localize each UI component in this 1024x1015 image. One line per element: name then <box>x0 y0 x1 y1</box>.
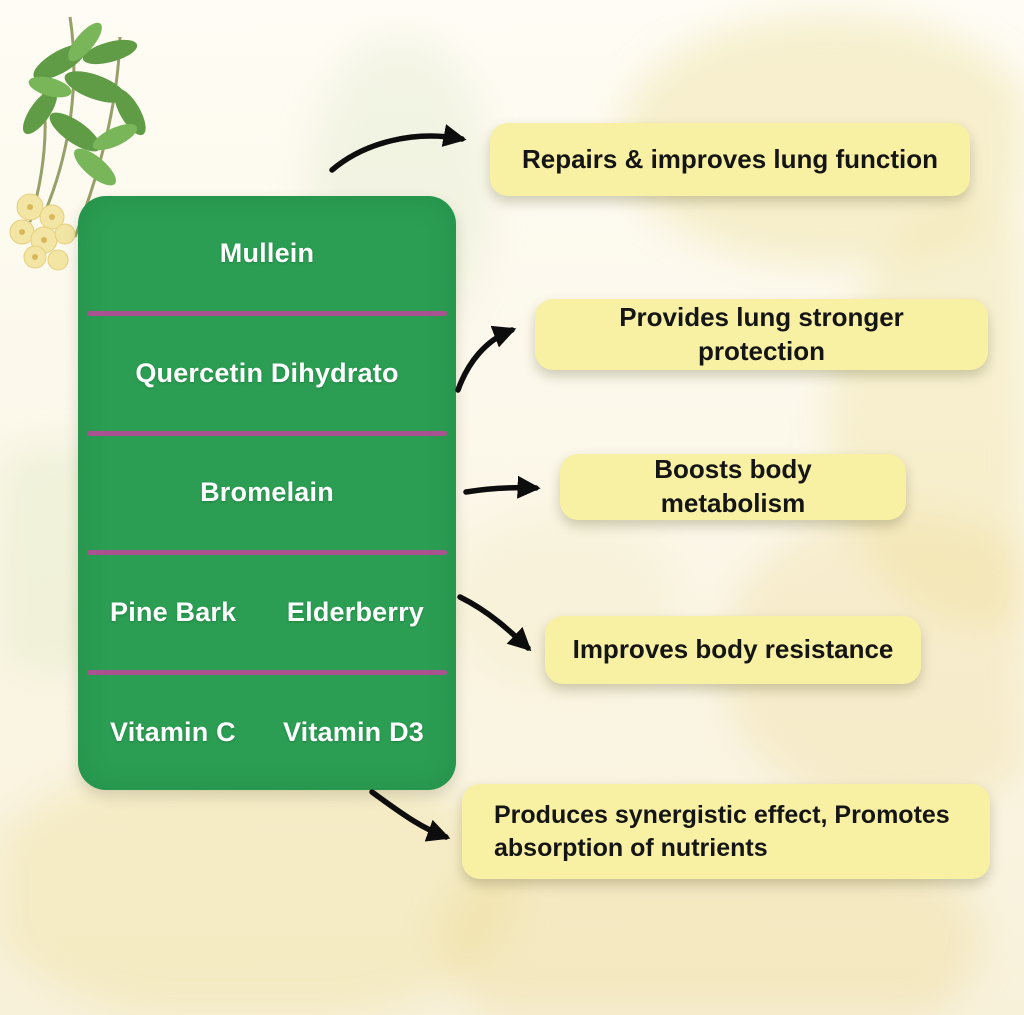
background-blob <box>830 210 1024 630</box>
arrow-icon-to-metabolism <box>463 475 541 499</box>
ingredient-label: Pine Bark <box>110 597 237 628</box>
background-blob <box>0 755 520 1015</box>
benefit-label: Repairs & improves lung function <box>521 143 939 174</box>
arrow-icon-to-lung-function <box>329 124 467 173</box>
ingredient-label: Quercetin Dihydrato <box>135 357 399 388</box>
benefit-box-metabolism: Boosts body metabolism <box>560 454 906 520</box>
benefit-box-lung-protection: Provides lung stronger protection <box>535 299 988 370</box>
panel-divider <box>87 550 447 556</box>
benefit-label: Provides lung stronger protection <box>619 301 904 366</box>
ingredient-row-quercetin: Quercetin Dihydrato <box>78 316 456 431</box>
ingredient-label: Elderberry <box>286 597 424 628</box>
benefit-box-lung-function: Repairs & improves lung function <box>490 123 970 196</box>
ingredient-label: Bromelain <box>200 477 334 508</box>
ingredient-row-bromelain: Bromelain <box>78 436 456 551</box>
arrow-icon-to-lung-protection <box>455 325 517 393</box>
ingredient-row-pinebark-elderberry: Pine Bark Elderberry <box>78 555 456 670</box>
plant-flower-centers <box>19 204 55 260</box>
panel-divider <box>87 310 447 316</box>
arrow-icon-to-resistance <box>457 594 532 652</box>
ingredient-label: Vitamin D3 <box>282 717 424 748</box>
plant-flowers <box>9 193 76 271</box>
benefit-label: Produces synergistic effect, Promotes ab… <box>494 801 950 862</box>
plant-leaves-dark <box>22 39 146 152</box>
benefit-box-synergy: Produces synergistic effect, Promotes ab… <box>462 784 990 879</box>
panel-divider <box>87 430 447 436</box>
ingredient-row-vitamins: Vitamin C Vitamin D3 <box>78 675 456 790</box>
panel-divider <box>87 670 447 676</box>
ingredient-label: Mullein <box>219 237 315 268</box>
benefit-label: Boosts body metabolism <box>654 454 812 518</box>
arrow-icon-to-synergy <box>369 789 451 842</box>
ingredients-panel: Mullein Quercetin Dihydrato Bromelain Pi… <box>78 196 456 790</box>
benefit-box-resistance: Improves body resistance <box>545 616 921 684</box>
plant-leaves-light <box>28 22 138 186</box>
ingredient-label: Vitamin C <box>110 717 236 748</box>
ingredient-row-mullein: Mullein <box>78 196 456 311</box>
benefit-label: Improves body resistance <box>572 634 894 665</box>
